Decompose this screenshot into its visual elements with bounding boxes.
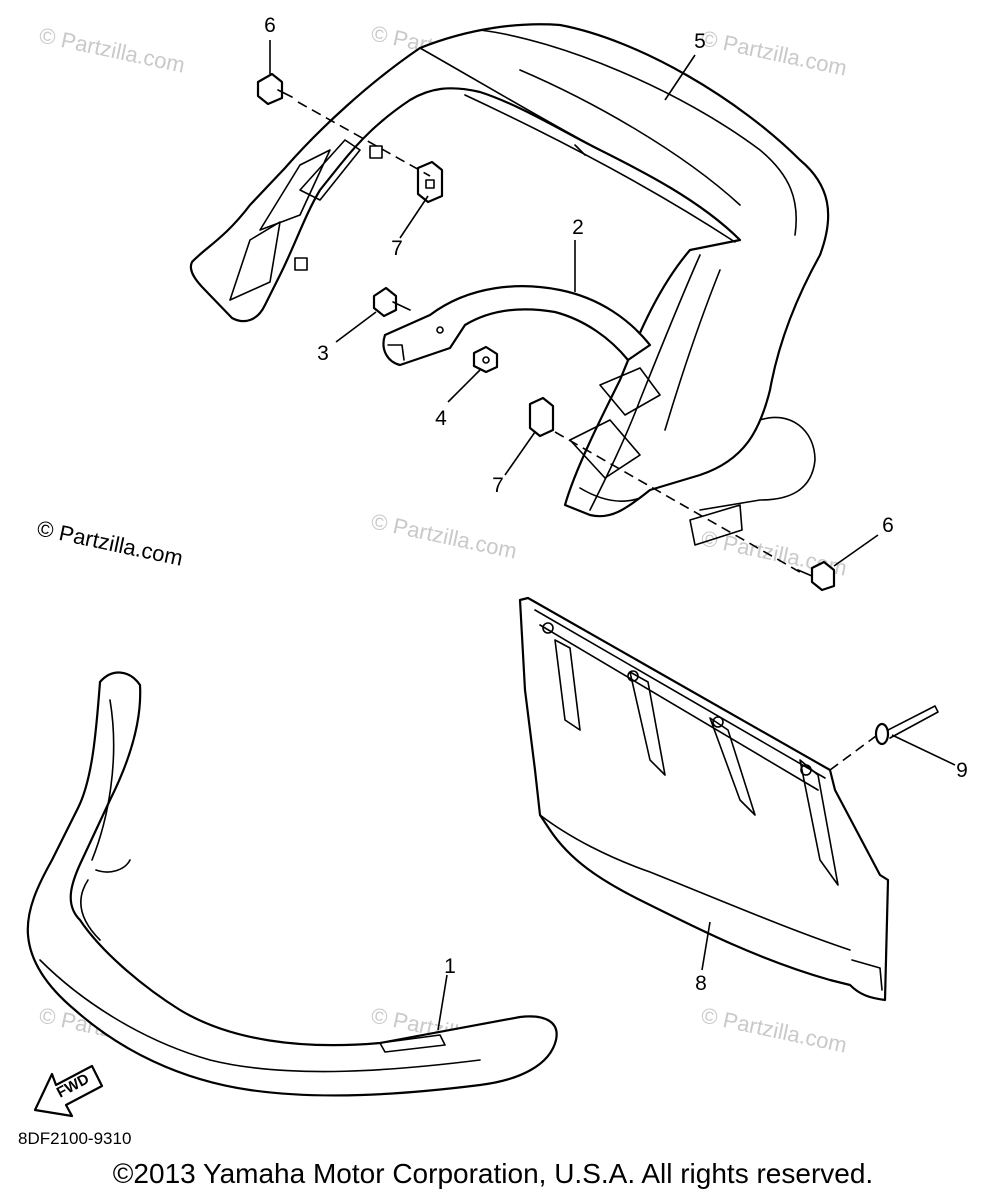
callout-1: 1 xyxy=(444,955,456,978)
bolt-6-right xyxy=(797,560,836,592)
callout-6-top: 6 xyxy=(264,14,276,37)
rear-rack-frame xyxy=(189,23,830,546)
rivet-9 xyxy=(874,705,939,746)
callout-7-top: 7 xyxy=(391,237,403,260)
part-code: 8DF2100-9310 xyxy=(18,1129,131,1148)
watermark-dark: © Partzilla.com xyxy=(35,515,185,570)
watermark: © Partzilla.com xyxy=(699,1002,849,1057)
watermark: © Partzilla.com xyxy=(369,508,519,563)
callout-3: 3 xyxy=(317,342,329,365)
clip-7-top xyxy=(416,160,444,204)
callout-2: 2 xyxy=(572,216,584,239)
clip-7-mid xyxy=(528,396,555,438)
fwd-arrow: FWD xyxy=(33,1064,104,1118)
callout-9: 9 xyxy=(956,759,968,782)
copyright-notice: ©2013 Yamaha Motor Corporation, U.S.A. A… xyxy=(112,1158,874,1189)
callout-4: 4 xyxy=(435,407,447,430)
nut-4 xyxy=(472,345,499,374)
bolt-3 xyxy=(372,286,411,318)
callout-8: 8 xyxy=(695,972,707,995)
guard-panel xyxy=(518,596,890,1002)
watermark: © Partzilla.com xyxy=(699,25,849,80)
bumper-bar xyxy=(26,671,558,1097)
callout-6-right: 6 xyxy=(882,514,894,537)
watermark: © Partzilla.com xyxy=(37,22,187,77)
callout-7-mid: 7 xyxy=(492,474,504,497)
support-bracket xyxy=(382,285,652,367)
bolt-6-top xyxy=(256,72,293,106)
callout-5: 5 xyxy=(694,30,706,53)
